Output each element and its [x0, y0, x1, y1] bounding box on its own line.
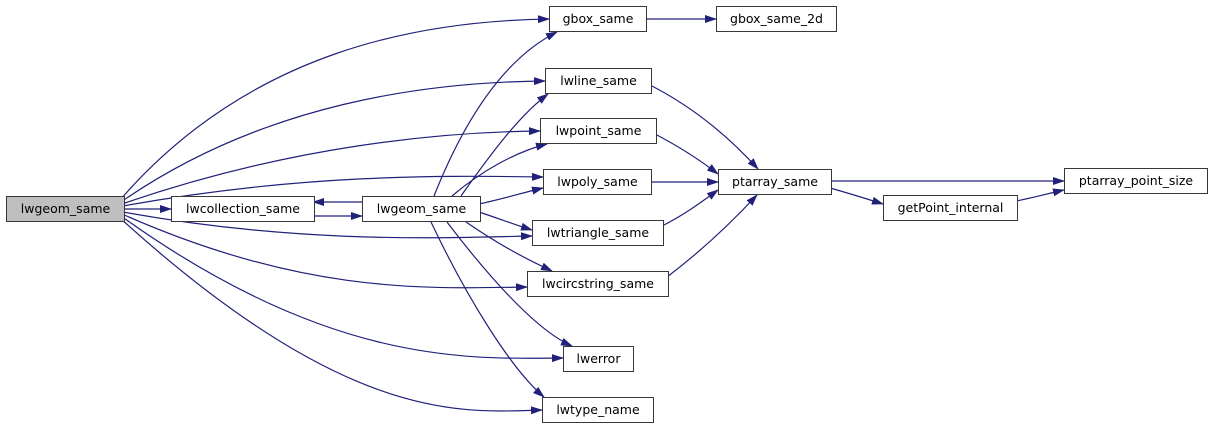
edge-lwgeom-same-root-to-gbox-same — [119, 15, 550, 201]
node-getpoint-internal[interactable]: getPoint_internal — [883, 195, 1018, 221]
edge-lwgeom-same-root-to-lwpoly-same — [122, 172, 544, 207]
node-ptarray-point-size[interactable]: ptarray_point_size — [1064, 168, 1208, 194]
node-lwpoint-same[interactable]: lwpoint_same — [540, 118, 657, 144]
node-lwcircstring-same[interactable]: lwcircstring_same — [527, 271, 669, 297]
edge-lwtriangle-same-to-ptarray-same — [661, 189, 719, 227]
edge-lwgeom-same-to-lwline-same — [460, 93, 549, 197]
node-lwline-same[interactable]: lwline_same — [545, 68, 652, 94]
edge-lwgeom-same-root-to-lwpoint-same — [121, 127, 541, 205]
node-gbox-same[interactable]: gbox_same — [549, 6, 647, 32]
edge-lwgeom-same-to-lwpoly-same — [478, 186, 544, 205]
edge-lwgeom-same-root-to-lwerror — [120, 215, 564, 363]
node-lwpoly-same[interactable]: lwpoly_same — [543, 169, 652, 195]
edge-ptarray-same-to-getpoint-internal — [829, 187, 884, 205]
node-lwgeom-same[interactable]: lwgeom_same — [362, 196, 481, 222]
node-lwerror[interactable]: lwerror — [563, 346, 634, 372]
edge-lwgeom-same-to-lwcircstring-same — [465, 221, 553, 272]
node-gbox-same-2d[interactable]: gbox_same_2d — [716, 6, 837, 32]
edge-lwgeom-same-to-lwtype-name — [430, 221, 545, 398]
node-lwtriangle-same[interactable]: lwtriangle_same — [532, 220, 664, 246]
edge-lwgeom-same-to-lwpoint-same — [451, 142, 548, 197]
edge-lwgeom-same-root-to-lwtriangle-same — [122, 211, 533, 241]
edge-lwcircstring-same-to-ptarray-same — [666, 194, 758, 278]
edge-lwgeom-same-root-to-lwcircstring-same — [121, 213, 528, 292]
node-ptarray-same[interactable]: ptarray_same — [718, 169, 832, 195]
node-lwtype-name[interactable]: lwtype_name — [542, 397, 654, 423]
node-lwgeom-same-root[interactable]: lwgeom_same — [6, 196, 125, 222]
edge-lwgeom-same-to-gbox-same — [433, 31, 558, 197]
edge-lwgeom-same-root-to-lwline-same — [120, 77, 546, 203]
edge-lwgeom-same-to-lwerror — [446, 221, 573, 347]
edge-lwgeom-same-root-to-lwtype-name — [119, 217, 543, 415]
edge-lwgeom-same-to-lwtriangle-same — [478, 211, 533, 231]
node-lwcollection-same[interactable]: lwcollection_same — [171, 196, 315, 222]
edge-getpoint-internal-to-ptarray-point-size — [1015, 188, 1065, 202]
edge-lwpoint-same-to-ptarray-same — [654, 133, 719, 175]
edge-lwline-same-to-ptarray-same — [649, 84, 759, 170]
